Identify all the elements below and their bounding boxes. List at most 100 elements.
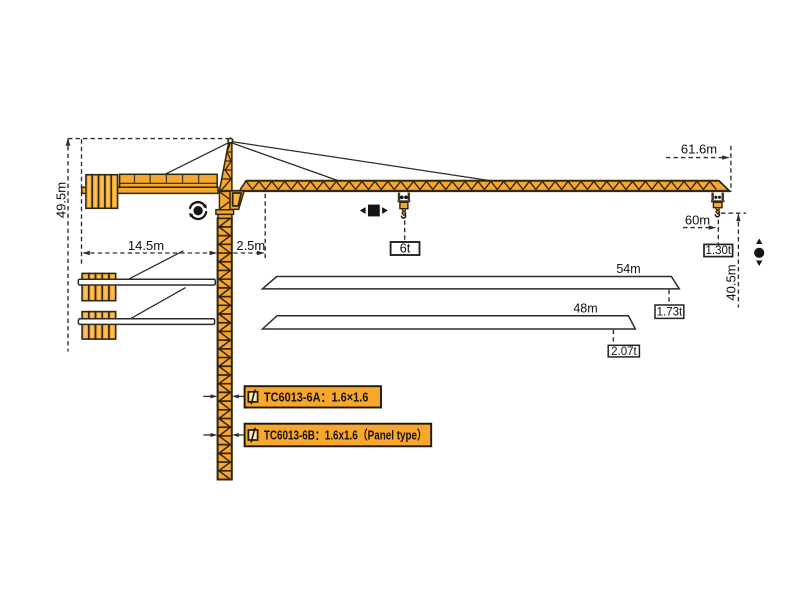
dimension-lines bbox=[65, 137, 746, 352]
trolley-sheave bbox=[399, 195, 404, 200]
slewing-collar bbox=[215, 208, 235, 219]
jib-lattice-diagonals bbox=[245, 180, 717, 191]
counterweight-slab-highlight bbox=[111, 274, 114, 300]
counterweight-slab-highlight bbox=[87, 175, 91, 208]
mast-lattice-diagonals bbox=[218, 217, 232, 481]
hook-block bbox=[712, 201, 723, 209]
counterweight-slab-highlight bbox=[113, 175, 116, 208]
trolley-lower-bar bbox=[397, 200, 411, 203]
counterweight-slab-highlight bbox=[97, 312, 100, 338]
trolley-hook-mid bbox=[397, 192, 411, 219]
jib-root-edge bbox=[239, 179, 248, 191]
counterweight-slab-highlight bbox=[97, 274, 100, 300]
counter-jib-option-tie-b bbox=[127, 250, 184, 280]
operator-cab bbox=[229, 190, 245, 211]
trolley-sheave bbox=[714, 195, 718, 199]
trolley-side-plate bbox=[711, 192, 714, 201]
counter-jib-options bbox=[77, 250, 217, 340]
mast-section-label-b-arrow-left bbox=[210, 433, 218, 437]
hook-swivel bbox=[401, 210, 407, 217]
hook-icon bbox=[714, 212, 721, 218]
rotation-arrowhead bbox=[189, 212, 194, 218]
mast bbox=[216, 217, 233, 481]
jib-length-options bbox=[260, 275, 681, 345]
counter-jib-option-beam-b bbox=[77, 278, 217, 286]
dim-max-radius-arrow-right bbox=[722, 155, 730, 160]
rotation-arc-bottom bbox=[190, 210, 208, 221]
dim-jib-offset-arrow-right bbox=[257, 250, 265, 256]
trolley-frame-gap bbox=[713, 193, 722, 201]
trolley-hook-tip bbox=[710, 192, 725, 218]
counter-jib-option-beam-c bbox=[77, 318, 216, 326]
mast-section-label-b-arrow-right bbox=[231, 433, 239, 437]
tower-top-lattice-rungs bbox=[221, 151, 232, 180]
jib-48-label: 48m bbox=[573, 301, 597, 315]
pendant-rope-jib-2 bbox=[231, 140, 491, 182]
tower-crane bbox=[80, 137, 731, 481]
trolley-travel-square bbox=[368, 204, 380, 217]
dim-total-height-label: 49.5m bbox=[53, 182, 68, 218]
load-54-value: 1.73t bbox=[657, 307, 683, 319]
counter-jib-option-tie-c bbox=[129, 287, 186, 320]
rotation-arrowhead bbox=[202, 204, 207, 209]
trolley-lower-bar bbox=[710, 200, 725, 203]
hook-icon bbox=[400, 214, 407, 219]
hook-swivel bbox=[715, 208, 721, 215]
mast-label-box bbox=[243, 385, 382, 409]
collar-upper bbox=[215, 208, 235, 216]
trolley-side-plate bbox=[407, 192, 410, 201]
jib-54-label: 54m bbox=[616, 262, 640, 276]
trolley-travel-arrow-right bbox=[382, 207, 388, 214]
mast-label-box bbox=[243, 422, 433, 448]
counter-jib-rail-dividers bbox=[133, 174, 200, 184]
mast-section-label-a-arrow-left bbox=[210, 394, 218, 399]
cab-window bbox=[231, 192, 243, 207]
counterweight-slab-highlight bbox=[111, 312, 114, 338]
pendant-rope-jib-1 bbox=[231, 142, 339, 182]
dim-hook-travel-label: 40.5m bbox=[723, 264, 738, 300]
trolley-travel-icon bbox=[359, 204, 388, 217]
hoist-arrow-down bbox=[756, 260, 763, 266]
dim-total-height-arrow-up bbox=[65, 137, 71, 146]
load-48-value: 2.07t bbox=[611, 346, 637, 358]
mast-section-label-a-text: TC6013-6A：1.6×1.6 bbox=[264, 390, 369, 404]
dim-radius60-label: 60m bbox=[685, 212, 710, 227]
counterweight-block-a bbox=[85, 173, 119, 210]
hoist-arrow-up bbox=[756, 238, 763, 244]
dim-max-radius-label: 61.6m bbox=[681, 141, 717, 156]
dim-radius60-arrow-right bbox=[708, 225, 717, 230]
trolley-travel-arrow-left bbox=[359, 207, 366, 214]
counterweight-slab-highlight bbox=[104, 312, 107, 338]
counter-jib bbox=[80, 173, 219, 195]
jib-option-48m-beam bbox=[260, 314, 637, 330]
hook-block bbox=[399, 201, 409, 210]
pendant-rope-counterjib bbox=[164, 142, 230, 175]
trolley-frame-gap bbox=[400, 193, 408, 201]
dim-jib-offset-label: 2.5m bbox=[236, 238, 265, 253]
tip-load-box bbox=[703, 243, 734, 258]
mast-section-icon bbox=[247, 427, 259, 443]
counterweight-block-b bbox=[81, 272, 117, 302]
jib-option-54m-beam bbox=[260, 275, 681, 290]
counterweight-slab-highlight bbox=[91, 274, 94, 300]
rotation-dot bbox=[193, 206, 203, 216]
dim-hook-travel-arrow-up bbox=[736, 213, 741, 222]
counterweight-slab-highlight bbox=[104, 274, 107, 300]
dim-counter-jib-label: 14.5m bbox=[128, 238, 164, 253]
mast-section-icon-slash bbox=[250, 389, 256, 405]
mast-section-label-b: TC6013-6B：1.6x1.6（Panel type） bbox=[203, 422, 433, 448]
dim-counter-jib-arrow-right bbox=[209, 250, 218, 256]
tower-top-lattice-diagonals bbox=[220, 143, 232, 191]
counterweight-slab-highlight bbox=[84, 274, 87, 300]
load-48-box bbox=[607, 344, 641, 358]
mast-section-label-a: TC6013-6A：1.6×1.6 bbox=[203, 385, 382, 409]
apex-pulley bbox=[227, 137, 234, 144]
counterweight-slab-highlight bbox=[94, 175, 97, 208]
load-54-box bbox=[654, 304, 685, 320]
counterweight-slab-highlight bbox=[100, 175, 103, 208]
counterweight-slab-highlight bbox=[91, 312, 94, 338]
hoisting-icon bbox=[754, 238, 765, 266]
